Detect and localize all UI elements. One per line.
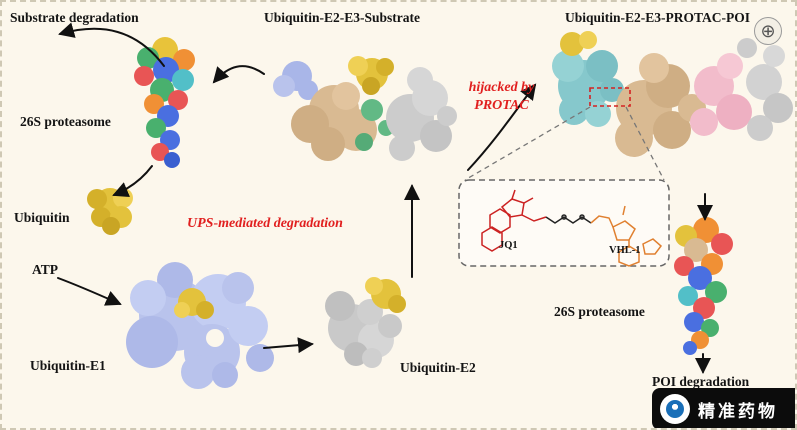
watermark: 精准药物 (652, 388, 795, 428)
arrow-complex-to-proteasome (212, 65, 265, 84)
inset-connectors (464, 106, 665, 181)
arrow-proteasome-to-ubiquitin (112, 165, 153, 197)
label-proteasome-bottom: 26S proteasome (554, 304, 645, 319)
proteasome-top-structure (134, 37, 195, 168)
label-hijacked-line2: PROTAC (474, 98, 529, 113)
label-jq1: JQ1 (499, 240, 518, 251)
protac-complex-structure (552, 31, 793, 157)
chemical-inset-border (458, 179, 670, 267)
arrow-atp-to-e1 (57, 277, 122, 306)
e2-structure (325, 277, 406, 368)
protac-binding-site-highlight (589, 87, 631, 107)
vhl1-structure (590, 205, 663, 267)
arrow-to-substrate-degradation (58, 22, 165, 67)
ubiquitin-structure (87, 188, 133, 235)
watermark-logo-icon (660, 394, 690, 424)
label-e1: Ubiquitin-E1 (30, 358, 106, 373)
label-proteasome-top: 26S proteasome (20, 114, 111, 129)
label-ubiquitin: Ubiquitin (14, 210, 70, 225)
pathway-arrows (57, 22, 713, 374)
linker-structure (545, 214, 592, 224)
label-vhl1: VHL-1 (609, 245, 641, 256)
arrow-e1-to-e2 (263, 337, 314, 354)
protac-chemical-inset (458, 179, 670, 267)
label-ups-degradation: UPS-mediated degradation (187, 216, 343, 231)
e1-structure (126, 262, 274, 389)
connector-left (464, 106, 591, 181)
e2-e3-substrate-structure (273, 56, 457, 161)
label-protac-title: Ubiquitin-E2-E3-PROTAC-POI (565, 10, 751, 25)
label-atp: ATP (32, 262, 58, 277)
label-hijacked-line1: hijacked by (468, 80, 535, 95)
zoom-icon[interactable]: ⊕ (754, 17, 782, 45)
label-substrate-degradation: Substrate degradation (10, 10, 139, 25)
proteasome-bottom-structure (674, 217, 733, 355)
label-poi-degradation: POI degradation (652, 374, 750, 389)
jq1-structure (481, 189, 547, 252)
arrow-hijacked-by-protac (467, 83, 537, 171)
label-e2: Ubiquitin-E2 (400, 360, 476, 375)
connector-right (625, 106, 665, 181)
watermark-text: 精准药物 (698, 401, 778, 422)
label-complex-title: Ubiquitin-E2-E3-Substrate (264, 10, 421, 25)
